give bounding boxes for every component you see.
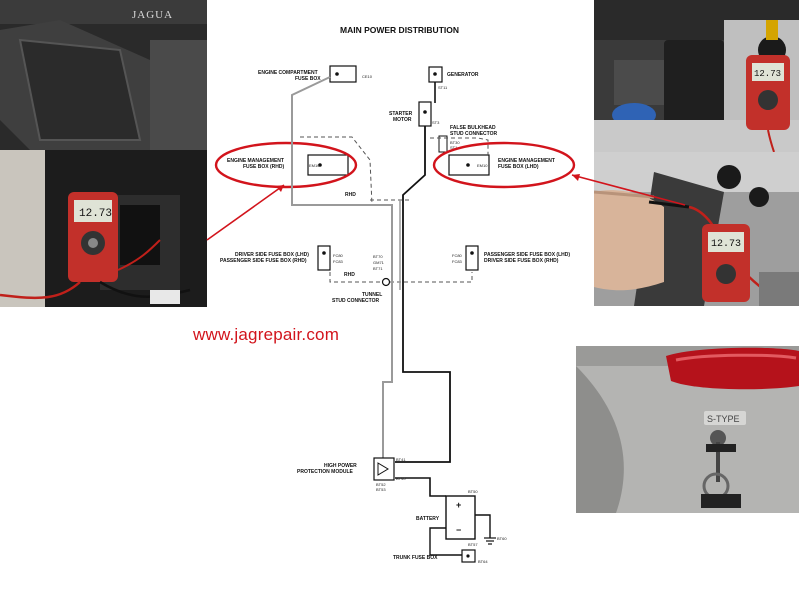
high-power-module-line1-label: HIGH POWER [324, 463, 357, 469]
highlight-ellipse-lhd [432, 141, 576, 189]
arrow-right-photo [571, 174, 686, 206]
engine-compartment-fuse-box [329, 65, 357, 83]
em-fuse-rhd-line1-label: ENGINE MANAGEMENT [227, 158, 284, 164]
battery-code1-label: BT50 [468, 489, 478, 494]
em-fuse-box-rhd [307, 154, 349, 176]
trunk-fuse-box-label-label: TRUNK FUSE BOX [393, 555, 438, 561]
em-fuse-rhd-line2-label: FUSE BOX (RHD) [243, 164, 284, 170]
false-bulkhead-code1-label: BT30 [450, 140, 460, 145]
tunnel-stud-line2-label: STUD CONNECTOR [332, 298, 380, 304]
meter-reading-top-right: 12.73 [754, 69, 781, 79]
meter-reading-left: 12.73 [79, 208, 112, 220]
em-fuse-lhd-line1-label: ENGINE MANAGEMENT [498, 158, 555, 164]
trunk-fuse-box-code-label: BT64 [478, 559, 488, 564]
engine-compartment-fuse-box-code-label: CE10 [362, 74, 373, 79]
components-rhd-label-mid-label: RHD [344, 272, 355, 278]
starter-motor-line2-label: MOTOR [393, 117, 412, 123]
photo-engine-bay-left: JAGUA 12.73 [0, 0, 207, 307]
passenger-side-fuse-box-code1-label: FC80 [452, 253, 463, 258]
battery-label-label: BATTERY [416, 516, 440, 522]
generator-label-label: GENERATOR [447, 72, 479, 78]
starter-motor [418, 101, 432, 127]
arrow-left-photo [206, 184, 285, 241]
ground-symbol [484, 537, 496, 545]
meter-reading-middle-right: 12.73 [711, 239, 741, 250]
driver-side-fuse-box-line2-label: PASSENGER SIDE FUSE BOX (RHD) [220, 258, 307, 264]
false-bulkhead-line2-label: STUD CONNECTOR [450, 131, 498, 137]
highlight-ellipse-rhd [214, 141, 358, 189]
tunnel-stud-code3-label: BT71 [373, 266, 383, 271]
driver-side-fuse-box [317, 245, 331, 271]
photo-engine-bay-right: 12.73 [594, 0, 799, 152]
starter-motor-line1-label: STARTER [389, 111, 413, 117]
tunnel-stud-line1-label: TUNNEL [362, 292, 382, 298]
driver-side-fuse-box-line1-label: DRIVER SIDE FUSE BOX (LHD) [235, 252, 309, 258]
passenger-side-fuse-box-line1-label: PASSENGER SIDE FUSE BOX (LHD) [484, 252, 570, 258]
generator-code-label: ST11 [438, 85, 448, 90]
components-rhd-label-top-label: RHD [345, 192, 356, 198]
battery-code3-label: BT60 [497, 536, 507, 541]
diagram-title: MAIN POWER DISTRIBUTION [340, 25, 459, 35]
false-bulkhead-line1-label: FALSE BULKHEAD [450, 125, 496, 131]
false-bulkhead-stud [438, 135, 448, 153]
s-type-badge: S-TYPE [707, 414, 740, 424]
battery-code2-label: BT57 [468, 542, 478, 547]
engine-compartment-fuse-box-line2-label: FUSE BOX [295, 76, 321, 82]
high-power-module-line2-label: PROTECTION MODULE [297, 469, 353, 475]
false-bulkhead-code2-label: ST1 [450, 145, 458, 150]
passenger-side-fuse-box-code2-label: FC83 [452, 259, 463, 264]
high-power-module-code3-label: BT52 [376, 482, 386, 487]
high-power-module-code4-label: BT53 [376, 487, 386, 492]
battery [445, 495, 476, 540]
starter-motor-code-label: ST3 [432, 120, 440, 125]
passenger-side-fuse-box [465, 245, 479, 271]
high-power-module-code1-label: BT41 [396, 457, 406, 462]
em-fuse-lhd-line2-label: FUSE BOX (LHD) [498, 164, 539, 170]
engine-compartment-fuse-box-line1-label: ENGINE COMPARTMENT [258, 70, 318, 76]
jaguar-badge: JAGUA [132, 9, 173, 21]
passenger-side-fuse-box-line2-label: DRIVER SIDE FUSE BOX (RHD) [484, 258, 559, 264]
website-link[interactable]: www.jagrepair.com [193, 325, 340, 344]
photo-trunk-lock: S-TYPE [576, 346, 799, 513]
photo-probe-fuse-box: 12.73 [594, 152, 799, 306]
high-power-module-code2-label: BT40 [396, 476, 406, 481]
battery-minus-label: − [456, 525, 461, 535]
tunnel-stud-code1-label: BT70 [373, 254, 383, 259]
driver-side-fuse-box-code2-label: FC83 [333, 259, 344, 264]
em-fuse-lhd-code-label: EM10 [477, 163, 488, 168]
em-fuse-rhd-code-label: EM10 [309, 163, 320, 168]
tunnel-stud-connector [381, 277, 391, 287]
tunnel-stud-code2-label: GM71 [373, 260, 385, 265]
driver-side-fuse-box-code1-label: FC80 [333, 253, 344, 258]
battery-plus-label: + [456, 500, 461, 510]
high-power-protection-module [373, 457, 395, 481]
